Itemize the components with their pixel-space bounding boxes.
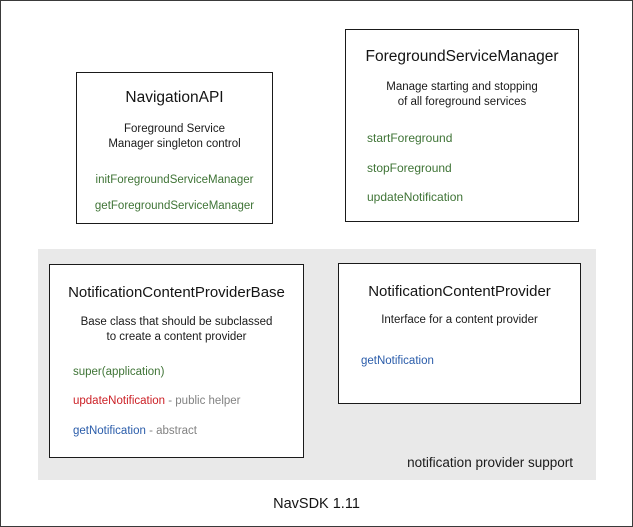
- member-item[interactable]: updateNotification - public helper: [73, 395, 241, 409]
- class-description-line: Manage starting and stopping: [386, 80, 538, 93]
- member-name: getNotification: [73, 425, 146, 438]
- class-description: Foreground Service Manager singleton con…: [87, 122, 262, 152]
- class-description-line: to create a content provider: [106, 331, 247, 344]
- member-name: updateNotification: [367, 189, 464, 204]
- member-list: startForeground stopForeground updateNot…: [360, 131, 564, 219]
- member-item[interactable]: updateNotification: [367, 190, 463, 204]
- member-item[interactable]: startForeground: [367, 131, 452, 145]
- member-note: - abstract: [145, 425, 198, 438]
- member-name: stopForeground: [367, 160, 452, 175]
- class-box-navigation-api[interactable]: NavigationAPI Foreground Service Manager…: [76, 72, 273, 224]
- class-description: Interface for a content provider: [349, 313, 570, 328]
- class-title: NotificationContentProviderBase: [68, 284, 285, 301]
- class-title: ForegroundServiceManager: [365, 48, 559, 65]
- member-note: - public helper: [165, 395, 241, 408]
- member-name: updateNotification: [73, 395, 166, 408]
- class-description-line: Manager singleton control: [108, 137, 241, 150]
- class-description: Base class that should be subclassed to …: [58, 315, 295, 345]
- member-list: getNotification: [349, 355, 570, 369]
- member-name: getNotification: [361, 355, 434, 368]
- class-box-notification-content-provider[interactable]: NotificationContentProvider Interface fo…: [338, 263, 581, 404]
- class-description-line: Interface for a content provider: [381, 314, 538, 327]
- member-list: super(application) updateNotification - …: [58, 366, 295, 455]
- member-item[interactable]: getForegroundServiceManager: [95, 200, 254, 214]
- member-list: initForegroundServiceManager getForegrou…: [87, 174, 262, 226]
- member-name: initForegroundServiceManager: [95, 174, 254, 187]
- class-title: NavigationAPI: [125, 89, 224, 106]
- member-item[interactable]: stopForeground: [367, 161, 452, 175]
- class-box-foreground-service-manager[interactable]: ForegroundServiceManager Manage starting…: [345, 29, 579, 222]
- class-description: Manage starting and stopping of all fore…: [360, 80, 564, 110]
- class-description-line: Foreground Service: [124, 122, 225, 135]
- member-name: getForegroundServiceManager: [94, 199, 255, 212]
- group-panel-label: notification provider support: [407, 455, 573, 470]
- class-description-line: of all foreground services: [397, 95, 527, 108]
- member-item[interactable]: initForegroundServiceManager: [96, 174, 254, 188]
- footer-caption: NavSDK 1.11: [273, 496, 360, 512]
- class-description-line: Base class that should be subclassed: [80, 316, 273, 329]
- class-title: NotificationContentProvider: [368, 283, 551, 300]
- member-name: startForeground: [367, 131, 453, 146]
- member-item[interactable]: getNotification - abstract: [73, 425, 197, 439]
- member-item[interactable]: super(application): [73, 366, 164, 380]
- class-box-notification-content-provider-base[interactable]: NotificationContentProviderBase Base cla…: [49, 264, 304, 458]
- member-name: super(application): [73, 365, 165, 378]
- member-item[interactable]: getNotification: [361, 355, 434, 369]
